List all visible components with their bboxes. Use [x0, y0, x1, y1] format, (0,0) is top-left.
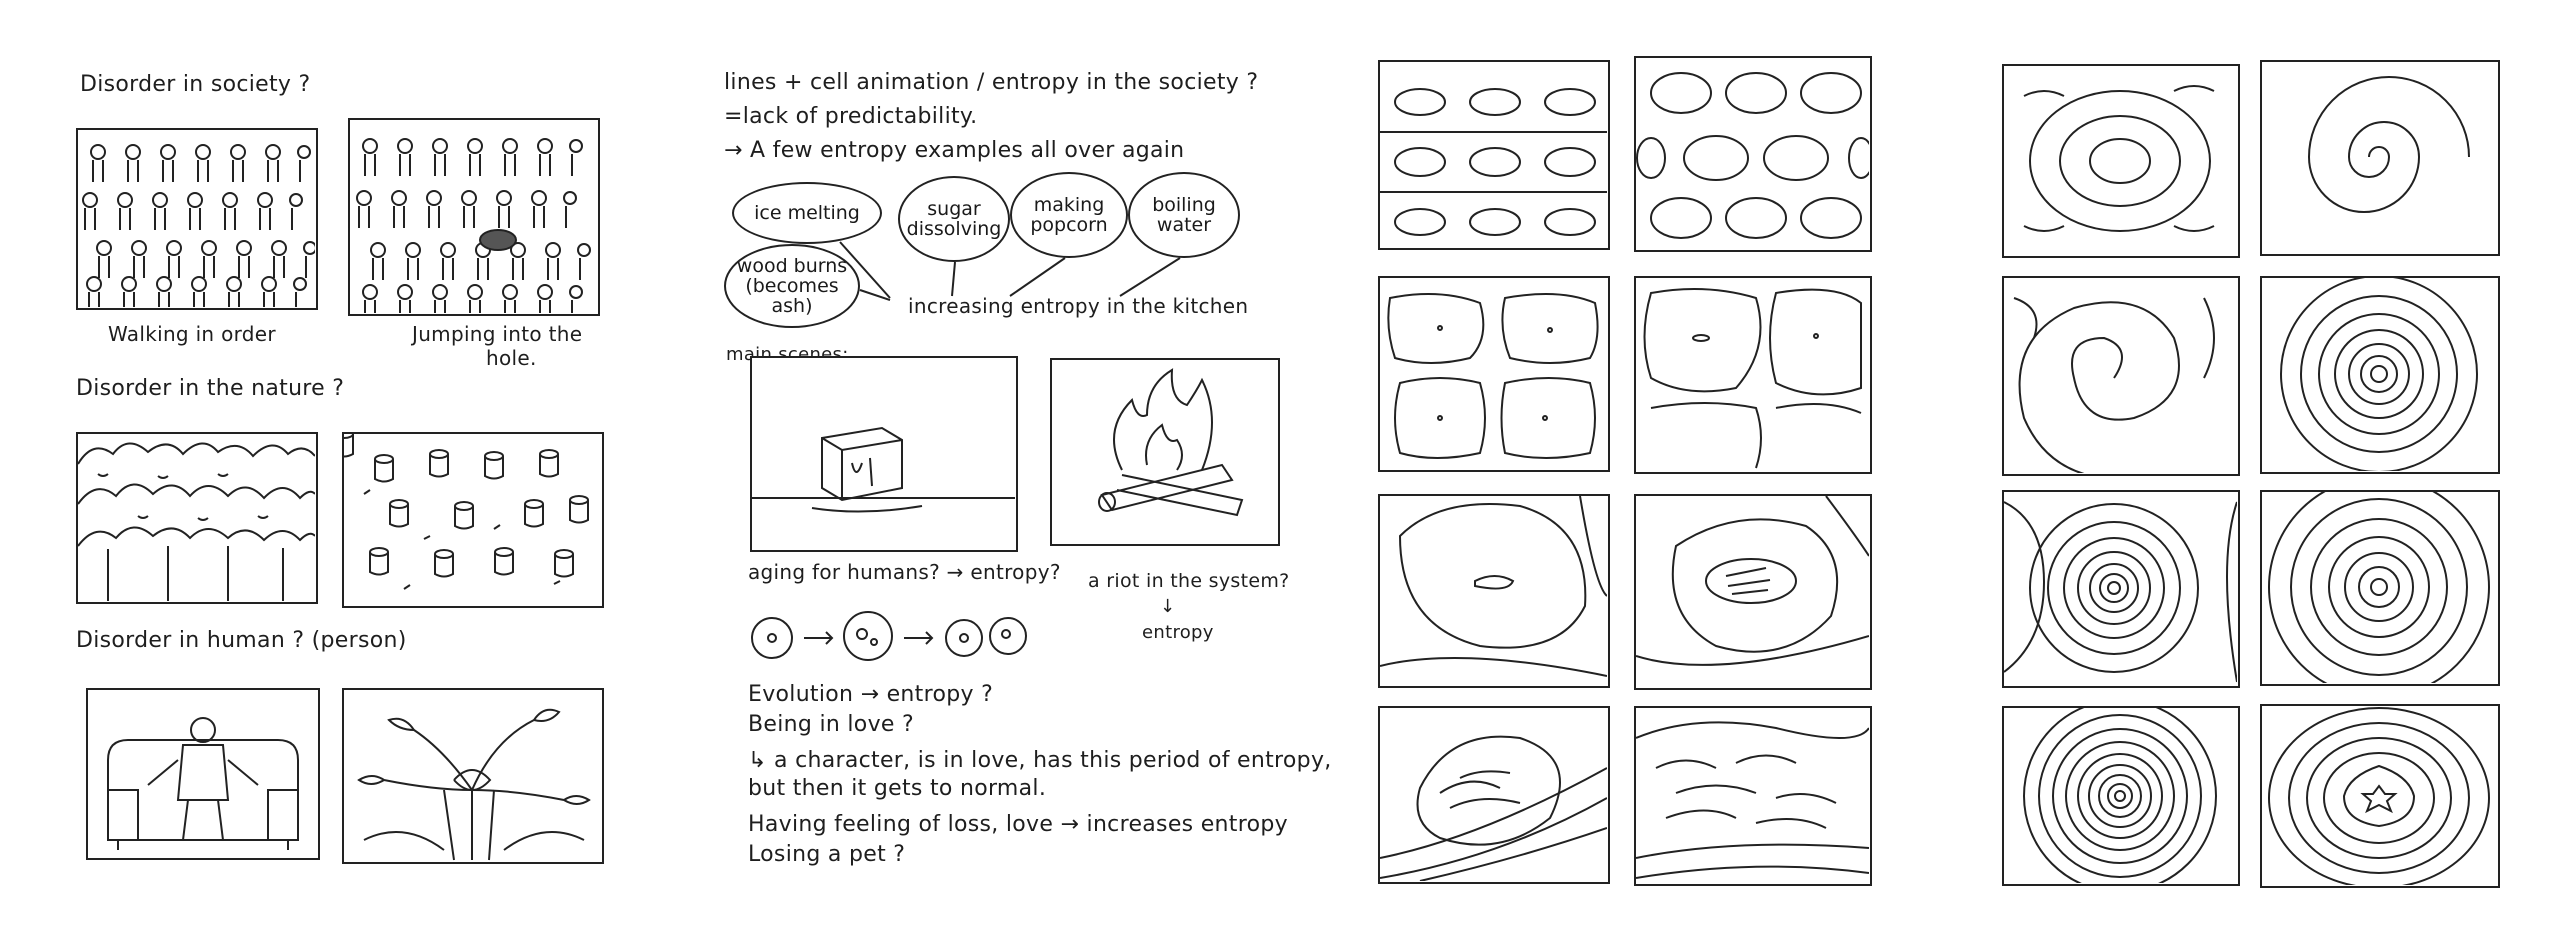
swirl-6-sketch	[2268, 492, 2490, 683]
panel-person-couch	[86, 688, 320, 860]
cells-grid-8-sketch	[1636, 721, 1869, 879]
swirl-1-sketch	[2023, 85, 2215, 232]
person-couch-sketch	[107, 717, 299, 850]
bubble-sugar-dissolving: sugar dissolving	[898, 176, 1010, 262]
panel-swirl-1	[2002, 64, 2240, 258]
panel-swirl-7	[2002, 706, 2240, 886]
panel-forest	[76, 432, 318, 604]
forest-sketch	[78, 442, 315, 601]
swirl-3-sketch	[2013, 297, 2215, 473]
panel-swirl-5	[2002, 490, 2240, 688]
cells-grid-4-sketch	[1643, 288, 1862, 469]
ice-cube-sketch	[752, 426, 1015, 513]
cells-grid-6-sketch	[1636, 496, 1869, 666]
crowd-jumping-sketch	[356, 138, 591, 313]
cells-grid-1-sketch	[1380, 88, 1607, 236]
bubble-making-popcorn: making popcorn	[1010, 172, 1128, 258]
character-note-line2: but then it gets to normal.	[748, 776, 1047, 801]
character-note-line1: ↳ a character, is in love, has this peri…	[748, 748, 1332, 773]
panel-swirl-4	[2260, 276, 2500, 474]
loss-note: Having feeling of loss, love → increases…	[748, 812, 1288, 837]
panel-cells-grid-8	[1634, 706, 1872, 886]
note-line-3: → A few entropy examples all over again	[724, 138, 1185, 163]
heading-disorder-nature: Disorder in the nature ?	[76, 376, 345, 401]
caption-jumping-line1: Jumping into the	[412, 322, 583, 346]
panel-campfire	[1050, 358, 1280, 546]
panel-cells-grid-5	[1378, 494, 1610, 688]
stumps-sketch	[344, 434, 589, 590]
kitchen-entropy-label: increasing entropy in the kitchen	[908, 294, 1249, 318]
sketch-page-cell-transformation	[1370, 0, 1890, 928]
bubble-boiling-water: boiling water	[1128, 172, 1240, 258]
panel-swirl-2	[2260, 60, 2500, 256]
note-line-1: lines + cell animation / entropy in the …	[724, 70, 1259, 95]
sketch-page-entropy-notes: lines + cell animation / entropy in the …	[680, 0, 1331, 928]
swirl-2-sketch	[2307, 76, 2470, 213]
panel-cells-grid-7	[1378, 706, 1610, 884]
panel-ice-cube	[750, 356, 1018, 552]
panel-swirl-8	[2260, 704, 2500, 888]
swirl-7-sketch	[2023, 708, 2217, 883]
sketch-page-disorder: Disorder in society ?	[0, 0, 650, 928]
chaos-plants-sketch	[357, 708, 591, 861]
riot-entropy: entropy	[1142, 622, 1214, 643]
heading-disorder-human: Disorder in human ? (person)	[76, 628, 407, 653]
note-line-2: =lack of predictability.	[724, 104, 978, 129]
cells-grid-3-sketch	[1387, 293, 1599, 459]
crowd-order-sketch	[82, 144, 315, 307]
panel-swirl-6	[2260, 490, 2500, 686]
caption-walking: Walking in order	[108, 322, 276, 346]
sketch-page-swirl-patterns	[1980, 0, 2540, 928]
panel-cells-grid-3	[1378, 276, 1610, 472]
panel-swirl-3	[2002, 276, 2240, 476]
panel-cells-grid-4	[1634, 276, 1872, 474]
swirl-4-sketch	[2280, 278, 2478, 471]
riot-arrow: ↓	[1160, 596, 1176, 617]
panel-crowd-order	[76, 128, 318, 310]
love-question: Being in love ?	[748, 712, 914, 737]
panel-cells-grid-1	[1378, 60, 1610, 250]
riot-question: a riot in the system?	[1088, 570, 1290, 592]
bubble-ice-melting: ice melting	[732, 182, 882, 244]
cells-grid-7-sketch	[1380, 735, 1607, 881]
heading-disorder-society: Disorder in society ?	[80, 72, 311, 97]
swirl-5-sketch	[2004, 501, 2237, 683]
bubble-wood-burns: wood burns (becomes ash)	[724, 244, 860, 328]
swirl-8-sketch	[2268, 707, 2490, 885]
caption-jumping-line2: hole.	[486, 346, 537, 370]
evolution-question: Evolution → entropy ?	[748, 682, 994, 707]
panel-crowd-jumping	[348, 118, 600, 316]
aging-question: aging for humans? → entropy?	[748, 560, 1061, 584]
cells-grid-2-sketch	[1636, 72, 1869, 239]
panel-cells-grid-2	[1634, 56, 1872, 252]
panel-cells-grid-6	[1634, 494, 1872, 690]
panel-chaos-plants	[342, 688, 604, 864]
campfire-sketch	[1098, 368, 1244, 517]
panel-stumps	[342, 432, 604, 608]
pet-question: Losing a pet ?	[748, 842, 906, 867]
cells-grid-5-sketch	[1380, 496, 1607, 677]
